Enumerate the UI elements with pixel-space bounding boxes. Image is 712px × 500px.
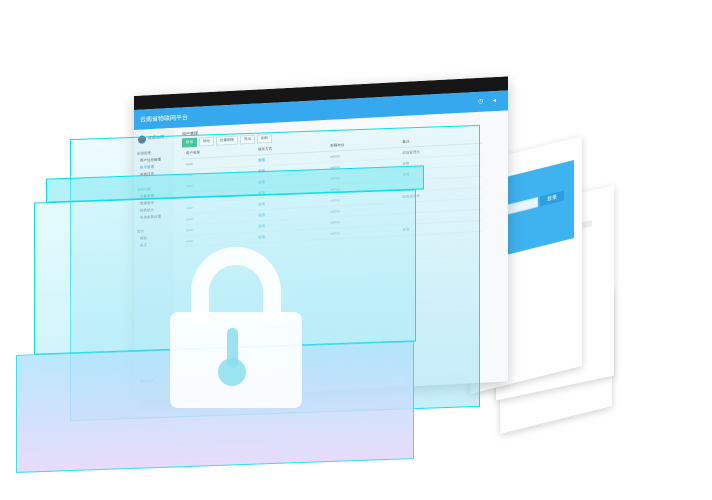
header-icons: ◷ ◂	[478, 97, 500, 105]
app-title: 云南省物联网平台	[140, 115, 189, 124]
padlock-icon	[170, 247, 302, 408]
